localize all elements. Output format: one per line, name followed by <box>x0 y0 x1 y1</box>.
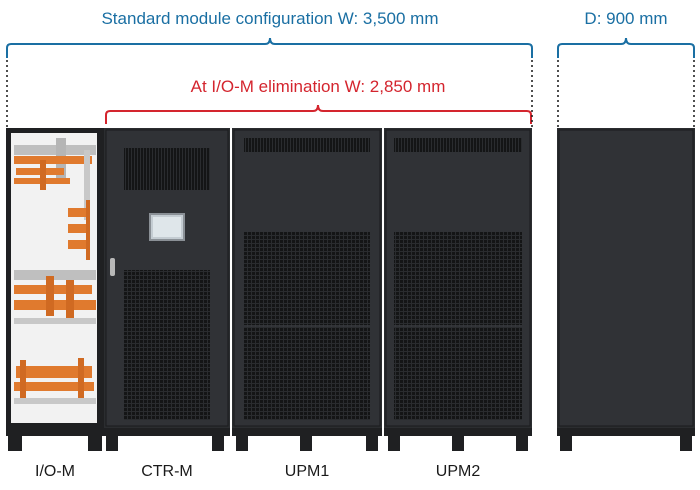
module-label-io: I/O-M <box>35 463 75 480</box>
depth-bracket <box>557 37 695 58</box>
module-label-upm2: UPM2 <box>436 463 481 480</box>
dotted-guides <box>6 60 695 128</box>
upm1-module <box>232 128 382 451</box>
standard-width-bracket <box>6 37 533 58</box>
ctr-module <box>104 128 230 451</box>
module-label-ctr: CTR-M <box>141 463 193 480</box>
eliminated-width-label: At I/O-M elimination W: 2,850 mm <box>191 77 446 96</box>
module-label-upm1: UPM1 <box>285 463 330 480</box>
door-handle <box>110 258 115 276</box>
io-module <box>6 128 104 451</box>
eliminated-width-bracket <box>105 104 532 124</box>
side-view-cabinet <box>557 128 695 451</box>
standard-width-label: Standard module configuration W: 3,500 m… <box>101 9 438 28</box>
upm2-module <box>384 128 532 451</box>
depth-label: D: 900 mm <box>584 9 667 28</box>
